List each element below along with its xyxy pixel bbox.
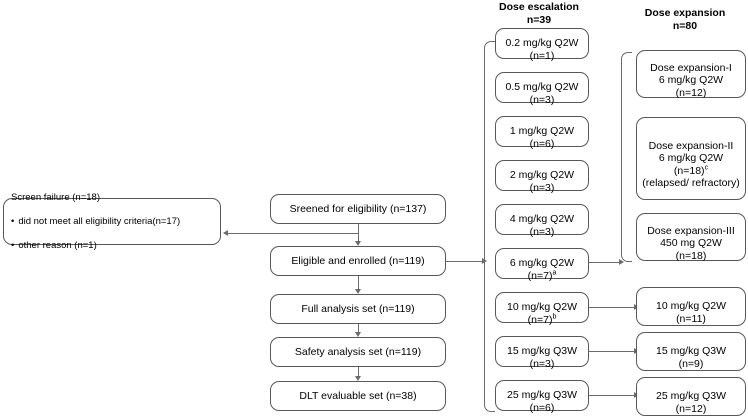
escalation-6-text: 10 mg/kg Q2W(n=7)b	[506, 301, 578, 326]
connector-safety-to-dlt	[358, 367, 359, 376]
node-escalation-0: 0.2 mg/kg Q2W(n=1)	[495, 28, 589, 62]
node-screen-failure: Screen failure (n=18) • did not meet all…	[3, 192, 221, 251]
connector-esc25-to-exp25	[589, 395, 634, 396]
arrowhead-screened-to-enrolled	[354, 241, 361, 246]
node-escalation-7: 15 mg/kg Q3W(n=3)	[495, 336, 589, 370]
bullet-glyph-2: •	[11, 239, 15, 251]
arrowhead-enrolled-to-full	[354, 289, 361, 294]
node-expansion-4: 15 mg/kg Q3W(n=9)	[636, 332, 746, 371]
node-expansion-5: 25 mg/kg Q3W(n=12)	[636, 377, 746, 416]
expansion-5-text: 25 mg/kg Q3W(n=12)	[655, 390, 727, 415]
node-screened-label: Sreened for eligibility (n=137)	[289, 202, 427, 215]
connector-full-to-safety	[358, 324, 359, 332]
bullet-glyph-1: •	[11, 215, 15, 227]
expansion-3-text: 10 mg/kg Q2W(n=11)	[655, 300, 727, 325]
node-escalation-4: 4 mg/kg Q2W(n=3)	[495, 204, 589, 238]
node-full-analysis-set: Full analysis set (n=119)	[270, 294, 446, 324]
node-enrolled-label: Eligible and enrolled (n=119)	[291, 254, 425, 267]
connector-esc15-to-exp15	[589, 351, 634, 352]
escalation-2-text: 1 mg/kg Q2W(n=6)	[509, 125, 575, 150]
arrowhead-safety-to-dlt	[354, 376, 361, 381]
node-escalation-8: 25 mg/kg Q3W(n=6)	[495, 380, 589, 414]
escalation-0-text: 0.2 mg/kg Q2W(n=1)	[505, 37, 579, 62]
connector-esc6-to-expansion-bracket	[589, 262, 619, 263]
node-screened-for-eligibility: Sreened for eligibility (n=137)	[270, 194, 446, 224]
node-full-analysis-label: Full analysis set (n=119)	[301, 302, 415, 315]
escalation-4-text: 4 mg/kg Q2W(n=3)	[509, 213, 575, 238]
node-eligible-and-enrolled: Eligible and enrolled (n=119)	[270, 246, 446, 276]
node-safety-analysis-set: Safety analysis set (n=119)	[270, 337, 446, 367]
escalation-3-text: 2 mg/kg Q2W(n=3)	[509, 169, 575, 194]
node-escalation-5: 6 mg/kg Q2W(n=7)a	[495, 248, 589, 282]
bracket-dose-escalation	[484, 41, 495, 412]
arrowhead-screenfail	[223, 229, 228, 236]
node-dlt-label: DLT evaluable set (n=38)	[299, 389, 417, 402]
expansion-4-text: 15 mg/kg Q3W(n=9)	[655, 345, 727, 370]
escalation-7-text: 15 mg/kg Q3W(n=3)	[506, 345, 578, 370]
bracket-dose-expansion	[621, 52, 632, 262]
footnote-marker-a: a	[552, 269, 557, 277]
column-header-dose-escalation: Dose escalation n=39	[499, 1, 579, 26]
arrowhead-esc6-to-expansion	[619, 258, 624, 265]
screen-failure-bullet-2: other reason (n=1)	[18, 239, 97, 251]
node-dlt-evaluable-set: DLT evaluable set (n=38)	[270, 381, 446, 411]
screen-failure-title: Screen failure (n=18)	[11, 191, 100, 203]
node-escalation-1: 0.5 mg/kg Q2W(n=3)	[495, 72, 589, 106]
escalation-8-text: 25 mg/kg Q3W(n=6)	[506, 389, 578, 414]
footnote-marker-c: c	[704, 164, 709, 172]
connector-esc10-to-exp10	[589, 307, 634, 308]
escalation-5-text: 6 mg/kg Q2W(n=7)a	[509, 257, 575, 282]
arrowhead-full-to-safety	[354, 332, 361, 337]
node-safety-analysis-label: Safety analysis set (n=119)	[294, 345, 422, 358]
connector-screenfail-horizontal	[228, 233, 358, 234]
node-escalation-2: 1 mg/kg Q2W(n=6)	[495, 116, 589, 150]
connector-screenfail-stub	[358, 224, 359, 233]
column-header-dose-expansion: Dose expansion n=80	[644, 7, 726, 32]
connector-enrolled-to-full	[358, 276, 359, 289]
node-escalation-3: 2 mg/kg Q2W(n=3)	[495, 160, 589, 194]
node-escalation-6: 10 mg/kg Q2W(n=7)b	[495, 292, 589, 326]
escalation-1-text: 0.5 mg/kg Q2W(n=3)	[505, 81, 579, 106]
connector-enrolled-to-escalation	[446, 261, 482, 262]
footnote-marker-b: b	[552, 313, 557, 321]
node-expansion-3: 10 mg/kg Q2W(n=11)	[636, 287, 746, 326]
screen-failure-bullet-1: did not meet all eligibility criteria(n=…	[18, 215, 181, 227]
